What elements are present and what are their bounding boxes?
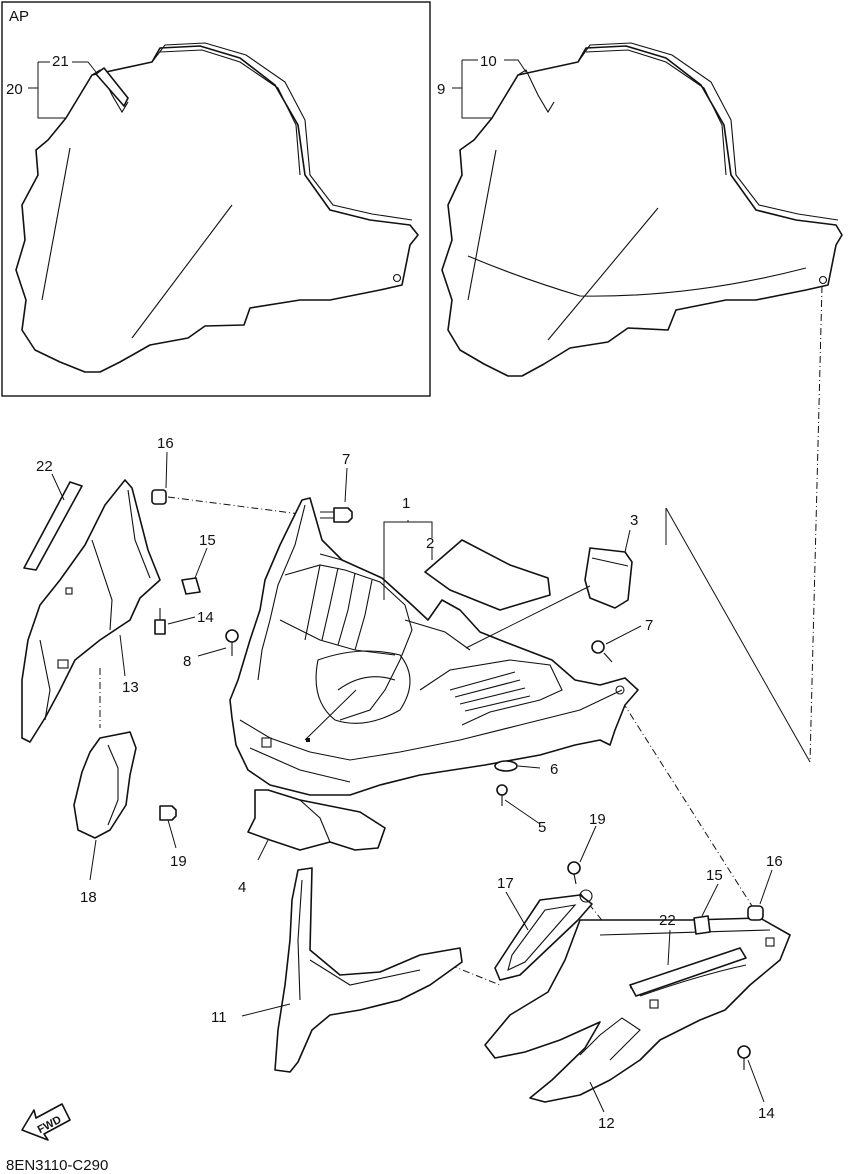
callout-8: 8 xyxy=(183,653,191,670)
callout-16-left: 16 xyxy=(157,435,174,452)
trim-strip-ap xyxy=(95,67,129,107)
callout-22-right: 22 xyxy=(659,912,676,929)
inner-panel-18 xyxy=(73,731,137,839)
callout-7-upper: 7 xyxy=(342,451,350,468)
leader-lines xyxy=(51,451,773,1113)
callout-22-left: 22 xyxy=(36,458,53,475)
callout-19-right: 19 xyxy=(589,811,606,828)
windshield-ap xyxy=(15,42,419,373)
side-panel-left xyxy=(21,479,161,743)
callout-16-right: 16 xyxy=(766,853,783,870)
callout-9: 9 xyxy=(437,81,445,98)
callout-2: 2 xyxy=(426,535,434,552)
inset-label: AP xyxy=(9,8,29,25)
callout-13: 13 xyxy=(122,679,139,696)
fasteners xyxy=(151,489,764,1070)
callout-6: 6 xyxy=(550,761,558,778)
callout-12: 12 xyxy=(598,1115,615,1132)
lower-cowl-11 xyxy=(274,867,463,1073)
trim-strip-left xyxy=(23,481,83,571)
callout-labels: 1 2 3 4 5 6 7 7 8 9 10 11 12 13 14 14 15… xyxy=(6,53,783,1132)
callout-14-left: 14 xyxy=(197,609,214,626)
diagram-code: 8EN3110-C290 xyxy=(6,1157,108,1174)
callout-21: 21 xyxy=(52,53,69,70)
callout-4: 4 xyxy=(238,879,246,896)
sheet-part-2 xyxy=(424,539,551,611)
callout-7-right: 7 xyxy=(645,617,653,634)
upper-cowling xyxy=(229,497,639,796)
callout-19-left: 19 xyxy=(170,853,187,870)
bracket-17 xyxy=(494,889,593,981)
under-plate-part-4 xyxy=(247,789,386,851)
alignment-lines xyxy=(99,285,823,986)
callout-15-left: 15 xyxy=(199,532,216,549)
callout-17: 17 xyxy=(497,875,514,892)
callout-5: 5 xyxy=(538,819,546,836)
trim-strip-right xyxy=(629,947,747,997)
callout-3: 3 xyxy=(630,512,638,529)
group-brackets xyxy=(28,59,527,119)
fwd-arrow: FWD xyxy=(21,1103,71,1141)
callout-10: 10 xyxy=(480,53,497,70)
callout-20: 20 xyxy=(6,81,23,98)
ap-inset: AP xyxy=(1,1,431,397)
callout-15-right: 15 xyxy=(706,867,723,884)
callout-18: 18 xyxy=(80,889,97,906)
duct-part-3 xyxy=(584,547,633,609)
windshield-standard xyxy=(441,42,843,377)
callout-11: 11 xyxy=(211,1009,227,1026)
callout-14-right: 14 xyxy=(758,1105,775,1122)
callout-1: 1 xyxy=(402,495,410,512)
